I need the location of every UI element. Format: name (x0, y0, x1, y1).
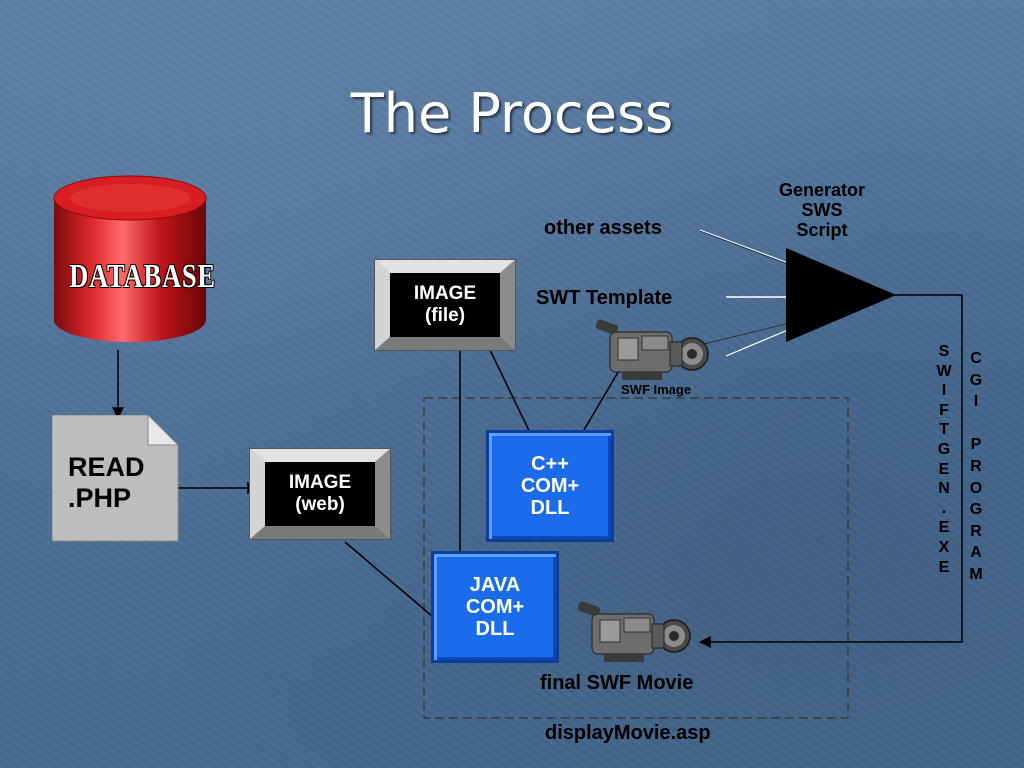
swiftgen-char: S (938, 343, 950, 360)
cgi-char: I (973, 393, 979, 411)
cgi-char: P (970, 436, 982, 454)
cgi-char: M (969, 565, 983, 583)
arrow-imagefile-to-cpp (489, 349, 537, 447)
cgi-char: R (970, 522, 982, 540)
image-file-line1: IMAGE (413, 283, 477, 304)
camera-icon (595, 319, 709, 380)
generator-line2: SWS (801, 200, 843, 220)
java-dll-line3: DLL (475, 618, 515, 640)
image-web-line2: (web) (295, 494, 345, 515)
swiftgen-char: I (941, 382, 947, 400)
database-cylinder-icon (53, 175, 207, 342)
database-label: DATABASE (69, 258, 216, 295)
swiftgen-char: W (936, 362, 952, 380)
cpp-dll-line2: COM+ (520, 475, 580, 497)
cgi-char: G (969, 501, 983, 519)
camera-icon (577, 601, 691, 662)
cgi-spacer (966, 413, 986, 435)
other-assets-label: other assets (544, 217, 662, 239)
swiftgen-char: X (938, 538, 950, 556)
generator-line1: Generator (778, 180, 866, 200)
image-file-box: IMAGE (file) (374, 259, 516, 351)
cgi-char: C (970, 350, 982, 367)
display-movie-boundary (423, 397, 849, 719)
java-dll-box: JAVA COM+ DLL (431, 551, 559, 663)
swf-image-label: SWF Image (621, 382, 692, 397)
cpp-dll-line1: C++ (531, 453, 569, 475)
swiftgen-char: G (937, 440, 951, 458)
cpp-dll-line3: DLL (530, 497, 570, 519)
arrow-imageweb-to-java (344, 541, 447, 629)
image-web-line1: IMAGE (288, 472, 352, 493)
swiftgen-char: E (938, 558, 950, 576)
java-dll-line2: COM+ (465, 596, 525, 618)
triangle-generator-icon (786, 248, 896, 342)
swiftgen-char: F (939, 401, 949, 419)
cgi-char: G (969, 371, 983, 389)
swiftgen-char: E (938, 460, 950, 478)
read-php-line1: READ (68, 452, 145, 482)
cgi-program-vertical-label: C G I P R O G R A M (966, 348, 986, 586)
swt-template-label: SWT Template (536, 287, 673, 309)
swiftgen-char: E (938, 519, 950, 537)
image-web-box: IMAGE (web) (249, 448, 391, 540)
generator-label: Generator SWS Script (762, 180, 882, 240)
image-file-line2: (file) (424, 305, 466, 326)
read-php-line2: .PHP (68, 483, 132, 513)
line-other-assets (699, 229, 797, 267)
java-dll-line1: JAVA (469, 574, 521, 596)
cpp-dll-box: C++ COM+ DLL (486, 430, 614, 542)
cgi-char: O (969, 479, 983, 497)
cgi-char: R (970, 457, 982, 475)
swiftgen-char: N (938, 480, 950, 498)
document-icon (52, 415, 180, 542)
read-php-label: READ .PHP (68, 452, 145, 514)
final-swf-movie-label: final SWF Movie (540, 672, 694, 694)
swiftgen-char: T (939, 421, 949, 439)
slide-title: The Process (350, 82, 674, 145)
display-movie-label: displayMovie.asp (545, 722, 711, 744)
swiftgen-char: . (941, 499, 947, 517)
generator-line3: Script (796, 220, 848, 240)
swiftgen-vertical-label: S W I F T G E N . E X E (934, 342, 954, 577)
cgi-char: A (970, 544, 982, 562)
line-generator-output (698, 294, 963, 648)
